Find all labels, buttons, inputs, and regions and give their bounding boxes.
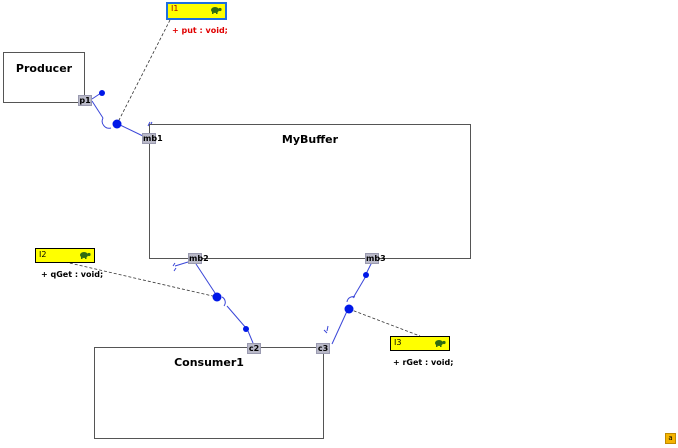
port-c3[interactable]: c3 — [316, 343, 330, 354]
dashed-link-i3 — [348, 308, 421, 337]
component-mybuffer[interactable]: MyBuffer — [149, 124, 471, 259]
turtle-icon — [80, 252, 91, 259]
lollipop-ball — [99, 90, 105, 96]
interface-name: I3 — [394, 338, 402, 347]
dashed-link-i2 — [64, 261, 218, 298]
component-title: Producer — [15, 62, 73, 75]
port-mb2[interactable]: mb2 — [188, 253, 209, 264]
interface-name: I2 — [39, 250, 47, 259]
component-title: MyBuffer — [281, 133, 339, 146]
interface-operation: + rGet : void; — [393, 358, 454, 367]
port-p1[interactable]: p1 — [78, 95, 92, 106]
port-mb1[interactable]: mb1 — [142, 133, 163, 144]
interface-operation: + qGet : void; — [41, 270, 104, 279]
component-producer[interactable]: Producer — [3, 52, 85, 103]
component-consumer1[interactable]: Consumer1 — [94, 347, 324, 439]
dashed-link-i1 — [116, 19, 171, 125]
port-mb3[interactable]: mb3 — [365, 253, 386, 264]
interface-i2[interactable]: I2 — [35, 248, 95, 263]
interface-i3[interactable]: I3 — [390, 336, 450, 351]
lollipop-ball — [112, 119, 122, 129]
turtle-icon — [435, 340, 446, 347]
corner-marker[interactable]: a — [665, 433, 676, 444]
connector-mb3-c3[interactable] — [323, 261, 373, 345]
lollipop-ball — [212, 292, 222, 302]
connector-mb2-c2[interactable] — [172, 261, 254, 344]
port-c2[interactable]: c2 — [247, 343, 261, 354]
interface-i1[interactable]: I1 — [166, 2, 227, 20]
interface-name: I1 — [171, 4, 179, 13]
lollipop-ball — [243, 326, 249, 332]
component-title: Consumer1 — [174, 356, 244, 369]
lollipop-ball — [363, 272, 369, 278]
lollipop-ball — [344, 304, 354, 314]
interface-operation: + put : void; — [172, 26, 228, 35]
turtle-icon — [211, 7, 222, 14]
